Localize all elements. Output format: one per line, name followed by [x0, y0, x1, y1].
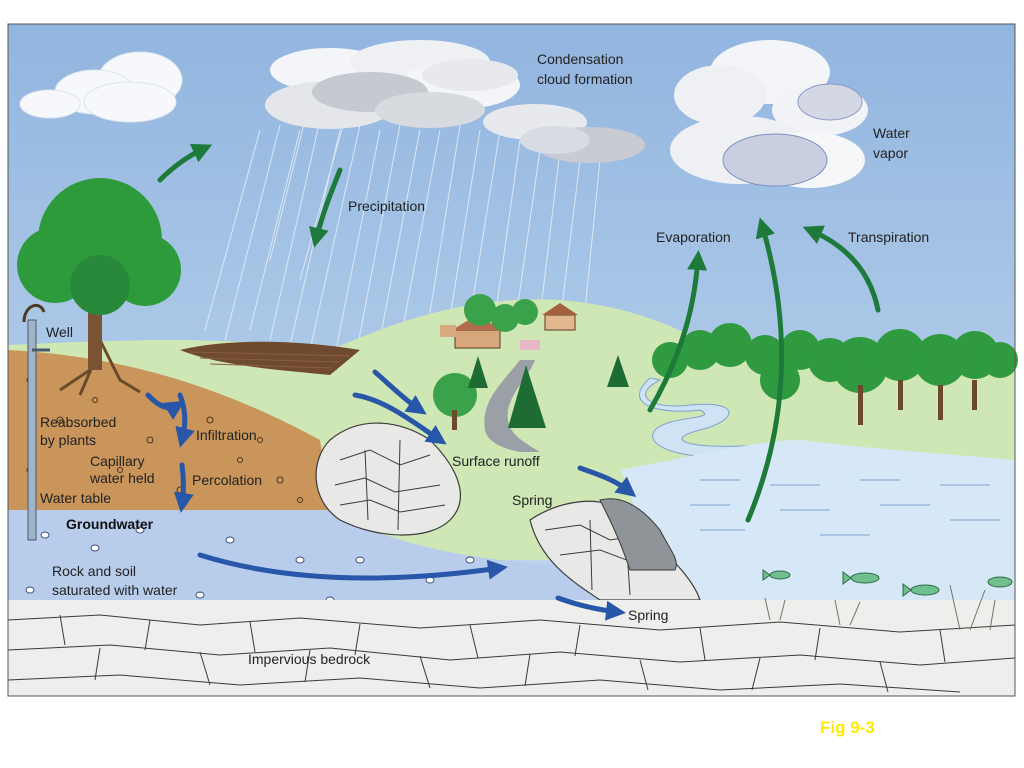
green-arrows	[157, 144, 881, 523]
label-reabsorbed-1: Reabsorbed	[40, 414, 116, 430]
label-transpiration: Transpiration	[848, 229, 929, 245]
cloud-right	[670, 40, 868, 188]
well-icon	[22, 303, 50, 541]
label-water-vapor-1: Water	[873, 125, 910, 141]
dark-rock	[599, 498, 677, 571]
large-tree	[17, 178, 181, 396]
label-condensation-2: cloud formation	[537, 71, 633, 87]
label-percolation: Percolation	[192, 472, 262, 488]
label-capillary-1: Capillary	[90, 453, 144, 469]
soil-layer	[8, 350, 330, 510]
label-water-vapor-2: vapor	[873, 145, 908, 161]
forest	[652, 323, 1018, 400]
label-surface-runoff: Surface runoff	[452, 453, 540, 469]
label-evaporation: Evaporation	[656, 229, 731, 245]
bedrock-layer	[8, 600, 1015, 696]
label-condensation-1: Condensation	[537, 51, 623, 67]
label-capillary-2: water held	[89, 470, 155, 486]
cloud-center	[265, 40, 645, 163]
bedrock-cracks	[7, 614, 1016, 693]
water-plants	[764, 584, 996, 631]
fish-icons	[762, 569, 1013, 597]
cloud-left	[19, 51, 183, 123]
hill-trees	[433, 294, 629, 430]
label-rock-soil-1: Rock and soil	[52, 563, 136, 579]
label-spring-lower: Spring	[628, 607, 668, 623]
diagram-frame	[7, 23, 1016, 697]
plowed-field	[180, 341, 360, 375]
forest-trunks	[858, 380, 977, 425]
lake-ripples	[690, 479, 1000, 536]
label-reabsorbed-2: by plants	[40, 432, 96, 448]
label-rock-soil-2: saturated with water	[52, 582, 178, 598]
label-spring-upper: Spring	[512, 492, 552, 508]
label-well: Well	[46, 324, 73, 340]
label-infiltration: Infiltration	[196, 427, 257, 443]
label-impervious-bedrock: Impervious bedrock	[248, 651, 371, 667]
field-rows	[189, 351, 351, 369]
houses	[440, 303, 578, 350]
label-water-table: Water table	[40, 490, 111, 506]
label-groundwater: Groundwater	[66, 516, 154, 532]
figure-label: Fig 9-3	[820, 718, 875, 737]
blue-arrows	[145, 369, 637, 621]
road	[484, 360, 540, 452]
label-precipitation: Precipitation	[348, 198, 425, 214]
